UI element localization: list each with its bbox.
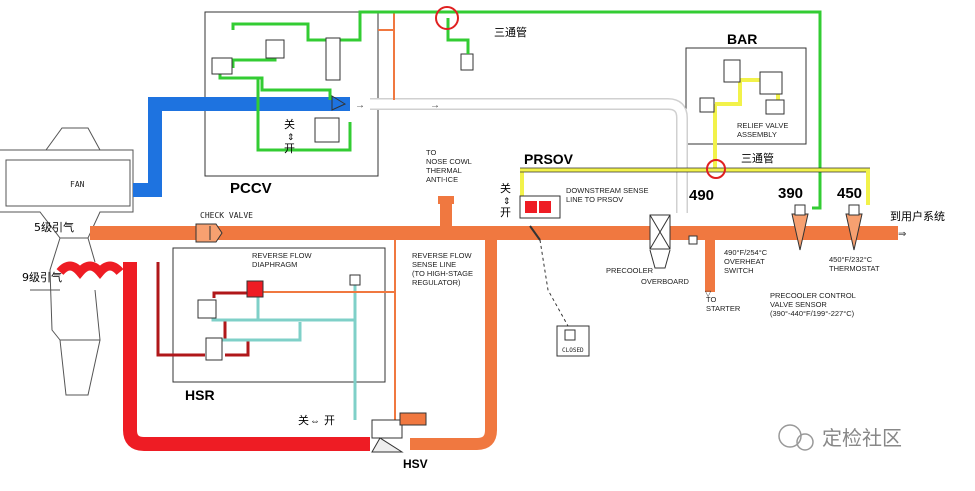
hsv-label: HSV (403, 457, 428, 471)
pcv-sensor (791, 204, 809, 251)
pccv-updown-arrow: ⇕ (287, 132, 295, 142)
overheat-1: 490°F/254°C (724, 248, 768, 257)
hsr-box (172, 247, 386, 383)
reverse-diaphragm-2: DIAPHRAGM (252, 260, 297, 269)
to-starter-arrow: ▽ (705, 289, 712, 298)
teal-reverse-lines (211, 283, 357, 420)
pccv-open: 开 (284, 142, 295, 155)
precooler[interactable] (649, 214, 671, 269)
thermostat (845, 204, 863, 251)
prsov-label: PRSOV (524, 151, 574, 167)
hsv-valve[interactable] (371, 412, 427, 453)
nose-cowl-2: NOSE COWL (426, 157, 472, 166)
nose-cowl-cap (438, 196, 454, 204)
yellow-outlines (520, 167, 870, 173)
pccv-box (204, 11, 379, 177)
tee-label-top: 三通管 (494, 25, 527, 39)
overboard-label: OVERBOARD (641, 277, 690, 286)
prsov-close: 关 (500, 181, 511, 195)
pccv-close: 关 (284, 117, 295, 131)
tee-marker-right (706, 159, 726, 179)
tee-fitting-top (460, 53, 474, 71)
duct-arrow-2: → (430, 100, 440, 111)
duct-arrow-1: → (355, 100, 365, 111)
duct-end (883, 226, 898, 240)
check-valve-label: CHECK VALVE (200, 211, 253, 220)
reverse-flow-sense (261, 283, 395, 293)
relief-1: RELIEF VALVE (737, 121, 788, 130)
stage9-label: 9级引气 (22, 270, 62, 284)
bar-box (685, 47, 807, 145)
bar-valve[interactable] (699, 59, 785, 115)
pcv-sensor-1: PRECOOLER CONTROL (770, 291, 856, 300)
to-starter-1: TO (706, 295, 716, 304)
engine-outline (0, 127, 134, 396)
precooler-label: PRECOOLER (606, 266, 654, 275)
tee-label-right: 三通管 (741, 151, 774, 165)
sense-cap (349, 274, 361, 286)
prsov-updown-arrow: ⇕ (503, 196, 511, 206)
nose-cowl-4: ANTI-ICE (426, 175, 458, 184)
closed-indicator (539, 239, 590, 357)
reverse-sense-2: SENSE LINE (412, 260, 456, 269)
nose-cowl-3: THERMAL (426, 166, 462, 175)
reverse-sense-1: REVERSE FLOW (412, 251, 473, 260)
prsov-valve[interactable] (519, 195, 561, 241)
overheat-2: OVERHEAT (724, 257, 765, 266)
to-user-arrow: ⇒ (898, 229, 906, 240)
watermark: 定检社区 (778, 424, 902, 451)
thermostat-1: 450°F/232°C (829, 255, 873, 264)
to-user-label: 到用户系统 (890, 209, 945, 223)
green-control-lines (218, 10, 822, 210)
hsr-valve[interactable] (197, 280, 264, 361)
pccv-label: PCCV (230, 180, 272, 197)
value-390: 390 (778, 185, 803, 202)
thermostat-2: THERMOSTAT (829, 264, 880, 273)
value-450: 450 (837, 185, 862, 202)
reverse-diaphragm-1: REVERSE FLOW (252, 251, 313, 260)
pcv-sensor-3: (390°-440°F/199°-227°C) (770, 309, 855, 318)
hsv-arrow: ⇔ (310, 416, 320, 427)
overheat-3: SWITCH (724, 266, 754, 275)
tee-marker-top (435, 6, 459, 30)
gray-duct-inner (370, 99, 687, 213)
relief-2: ASSEMBLY (737, 130, 777, 139)
tee-fitting-top-stem (462, 38, 470, 54)
downstream-1: DOWNSTREAM SENSE (566, 186, 649, 195)
downstream-2: LINE TO PRSOV (566, 195, 623, 204)
nose-cowl-1: TO (426, 148, 436, 157)
watermark-text: 定检社区 (822, 426, 902, 450)
hsv-open: 开 (324, 414, 335, 427)
fan-air-pipe (133, 97, 350, 197)
fan-box (5, 159, 131, 207)
reverse-sense-3: (TO HIGH-STAGE (412, 269, 473, 278)
check-valve[interactable] (195, 223, 223, 243)
yellow-control-lines (520, 74, 870, 205)
red-high-stage-pipe (56, 261, 370, 451)
fan-label: FAN (70, 180, 85, 189)
hsv-close: 关 (298, 413, 309, 427)
bar-label: BAR (727, 31, 757, 47)
stage5-label: 5级引气 (34, 220, 74, 234)
hsr-label: HSR (185, 387, 215, 403)
orange-main-duct (90, 12, 895, 450)
to-starter-2: STARTER (706, 304, 741, 313)
pcv-sensor-2: VALVE SENSOR (770, 300, 827, 309)
pccv-valve[interactable] (211, 37, 347, 143)
prsov-open: 开 (500, 206, 511, 219)
reverse-sense-4: REGULATOR) (412, 278, 461, 287)
overheat-switch (688, 235, 698, 245)
value-490: 490 (689, 187, 714, 204)
closed-label: CLOSED (562, 347, 584, 354)
